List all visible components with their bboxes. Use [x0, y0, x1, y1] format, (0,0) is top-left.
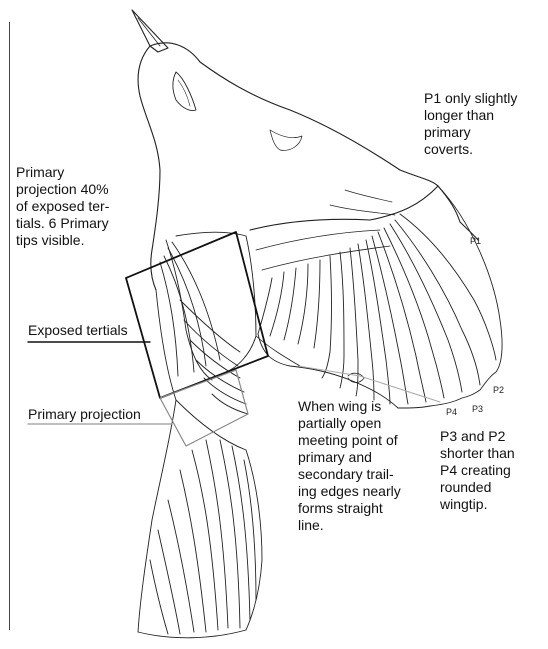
wing-note: When wing is partially open meeting poin… [298, 398, 422, 534]
p1-note: P1 only slightly longer than primary cov… [424, 90, 542, 158]
primary-feathers [258, 186, 502, 408]
projection-box [160, 370, 248, 446]
tertial-box [126, 232, 268, 398]
tail [138, 290, 262, 638]
body-outline [138, 43, 478, 290]
tertials [160, 232, 256, 414]
primary-projection-label: Primary projection [28, 406, 141, 423]
p3-label: P3 [472, 404, 483, 414]
p4-label: P4 [446, 407, 457, 417]
exposed-tertials-label: Exposed tertials [28, 322, 128, 339]
projection-note: Primary projection 40% of exposed ter- t… [16, 164, 142, 249]
wingtip-note: P3 and P2 shorter than P4 creating round… [440, 428, 544, 513]
p2-label: P2 [493, 385, 504, 395]
p1-label: P1 [470, 236, 481, 246]
